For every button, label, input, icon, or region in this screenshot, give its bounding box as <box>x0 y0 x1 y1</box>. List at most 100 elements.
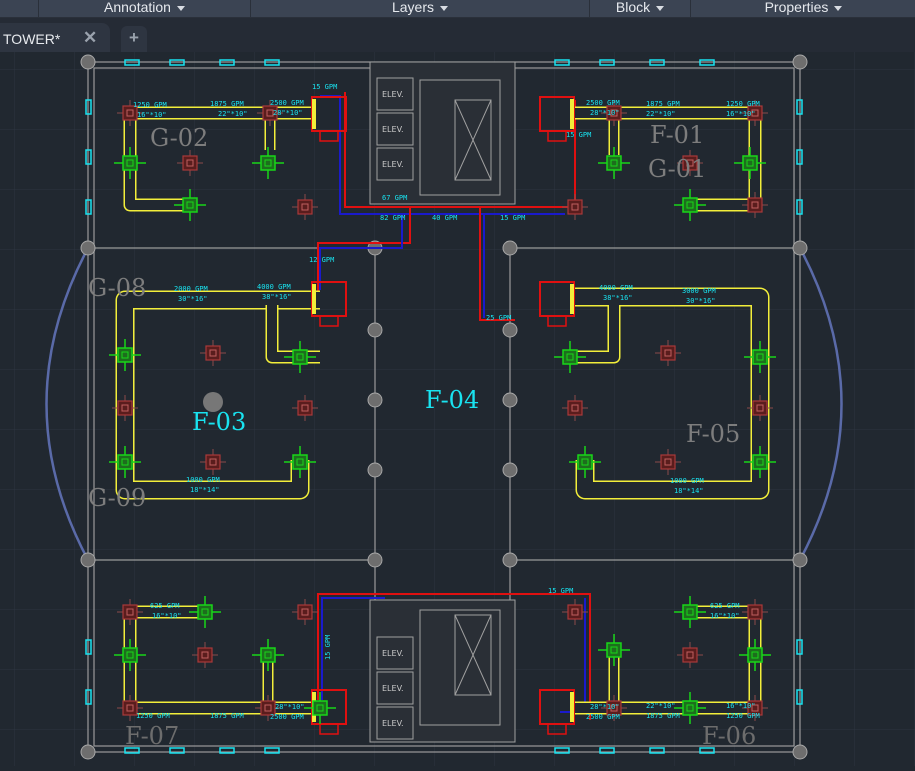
duct-size-label: 16"*10" <box>137 111 167 119</box>
supply-diffuser <box>252 639 284 671</box>
supply-diffuser <box>569 446 601 478</box>
diffuser-body <box>260 647 276 663</box>
new-tab-button[interactable]: + <box>121 26 147 52</box>
diffuser-core <box>121 458 129 466</box>
ahu-fan <box>547 723 567 735</box>
return-grille <box>747 395 773 421</box>
column <box>80 54 96 70</box>
pipe-flow-label: 15 GPM <box>312 83 337 91</box>
grille-body <box>752 400 768 416</box>
grille-core <box>756 404 764 412</box>
return-grille <box>742 695 768 721</box>
ribbon-panel-properties[interactable]: Properties <box>690 0 915 17</box>
window <box>85 99 92 115</box>
supply-diffuser <box>674 189 706 221</box>
return-grilles <box>112 100 773 721</box>
window <box>649 747 665 754</box>
window <box>554 59 570 66</box>
window <box>796 99 803 115</box>
window <box>169 747 185 754</box>
grille-body <box>567 604 583 620</box>
ribbon-panel-annotation[interactable]: Annotation <box>38 0 250 17</box>
window <box>264 59 280 66</box>
supply-diffuser <box>739 639 771 671</box>
duct-size-label: 16"*10" <box>726 702 756 710</box>
grille-body <box>660 345 676 361</box>
supply-diffuser <box>189 596 221 628</box>
ribbon-panel-layers[interactable]: Layers <box>250 0 589 17</box>
zone-label-g02: G-02 <box>150 124 208 152</box>
duct-size-label: 30"*16" <box>178 295 208 303</box>
elevator-label: ELEV. <box>382 90 404 99</box>
grille-core <box>751 109 759 117</box>
zone-labels: G-02 F-01 G-01 G-08 G-09 F-03 F-04 F-05 … <box>88 121 756 750</box>
supply-diffuser <box>674 692 706 724</box>
window <box>699 747 715 754</box>
duct-inner <box>575 289 768 498</box>
window <box>796 199 803 215</box>
supply-diffuser <box>554 341 586 373</box>
close-icon[interactable]: ✕ <box>83 28 98 47</box>
pipe-flow-label: 15 GPM <box>566 131 591 139</box>
duct-size-label: 18"*14" <box>674 487 704 495</box>
diffuser-body <box>122 155 138 171</box>
return-grille <box>177 150 203 176</box>
grille-body <box>117 400 133 416</box>
return-grille <box>292 599 318 625</box>
pipe-flow-label: 15 GPM <box>324 635 332 660</box>
chevron-down-icon <box>834 5 843 11</box>
ribbon-panel-block[interactable]: Block <box>589 0 690 17</box>
return-grille <box>562 395 588 421</box>
column <box>792 54 808 70</box>
diffuser-core <box>126 159 134 167</box>
pipe-flow-label: 25 GPM <box>486 314 511 322</box>
supply-diffuser <box>284 341 316 373</box>
tab-tower[interactable]: TOWER* ✕ <box>0 23 110 53</box>
diffuser-core <box>746 159 754 167</box>
return-grille <box>192 642 218 668</box>
column <box>502 392 518 408</box>
column <box>792 552 808 568</box>
column <box>502 552 518 568</box>
return-grille <box>255 695 281 721</box>
return-grille <box>117 100 143 126</box>
return-grille <box>601 695 627 721</box>
duct-size-label: 22"*10" <box>646 702 676 710</box>
grille-body <box>122 700 138 716</box>
duct-size-label: 22"*10" <box>218 110 248 118</box>
return-grille <box>742 599 768 625</box>
duct-inner <box>117 292 320 498</box>
duct-flow-label: 1875 GPM <box>646 712 680 720</box>
supply-diffuser <box>674 596 706 628</box>
return-grille <box>200 340 226 366</box>
column <box>80 552 96 568</box>
diffuser-body <box>117 347 133 363</box>
window <box>124 59 140 66</box>
supply-diffuser <box>598 634 630 666</box>
pipe-flow-label: 82 GPM <box>380 214 405 222</box>
return-grille <box>292 395 318 421</box>
supply-diffusers <box>109 147 776 724</box>
drawing-canvas[interactable]: ELEV. ELEV. ELEV. ELEV. ELEV. ELEV. G-02… <box>0 52 915 766</box>
pipe-flow-label: 40 GPM <box>432 214 457 222</box>
diffuser-body <box>260 155 276 171</box>
elevator-label: ELEV. <box>382 125 404 134</box>
grille-body <box>297 400 313 416</box>
column <box>502 462 518 478</box>
duct-size-label: 28"*10" <box>590 703 620 711</box>
zone-label-f06: F-06 <box>702 722 756 750</box>
duct-flow-label: 1250 GPM <box>136 712 170 720</box>
supply-diffuser <box>174 189 206 221</box>
supply-diffuser <box>284 446 316 478</box>
diffuser-body <box>577 454 593 470</box>
duct-size-label: 18"*14" <box>190 486 220 494</box>
return-grille <box>112 395 138 421</box>
chevron-down-icon <box>656 5 665 11</box>
elevator-label: ELEV. <box>382 684 404 693</box>
duct-flow-label: 1250 GPM <box>726 712 760 720</box>
grille-core <box>686 159 694 167</box>
annotation-label: Annotation <box>104 0 171 15</box>
grille-body <box>297 604 313 620</box>
diffuser-body <box>747 647 763 663</box>
floor-plan-drawing[interactable]: ELEV. ELEV. ELEV. ELEV. ELEV. ELEV. G-02… <box>0 52 915 766</box>
